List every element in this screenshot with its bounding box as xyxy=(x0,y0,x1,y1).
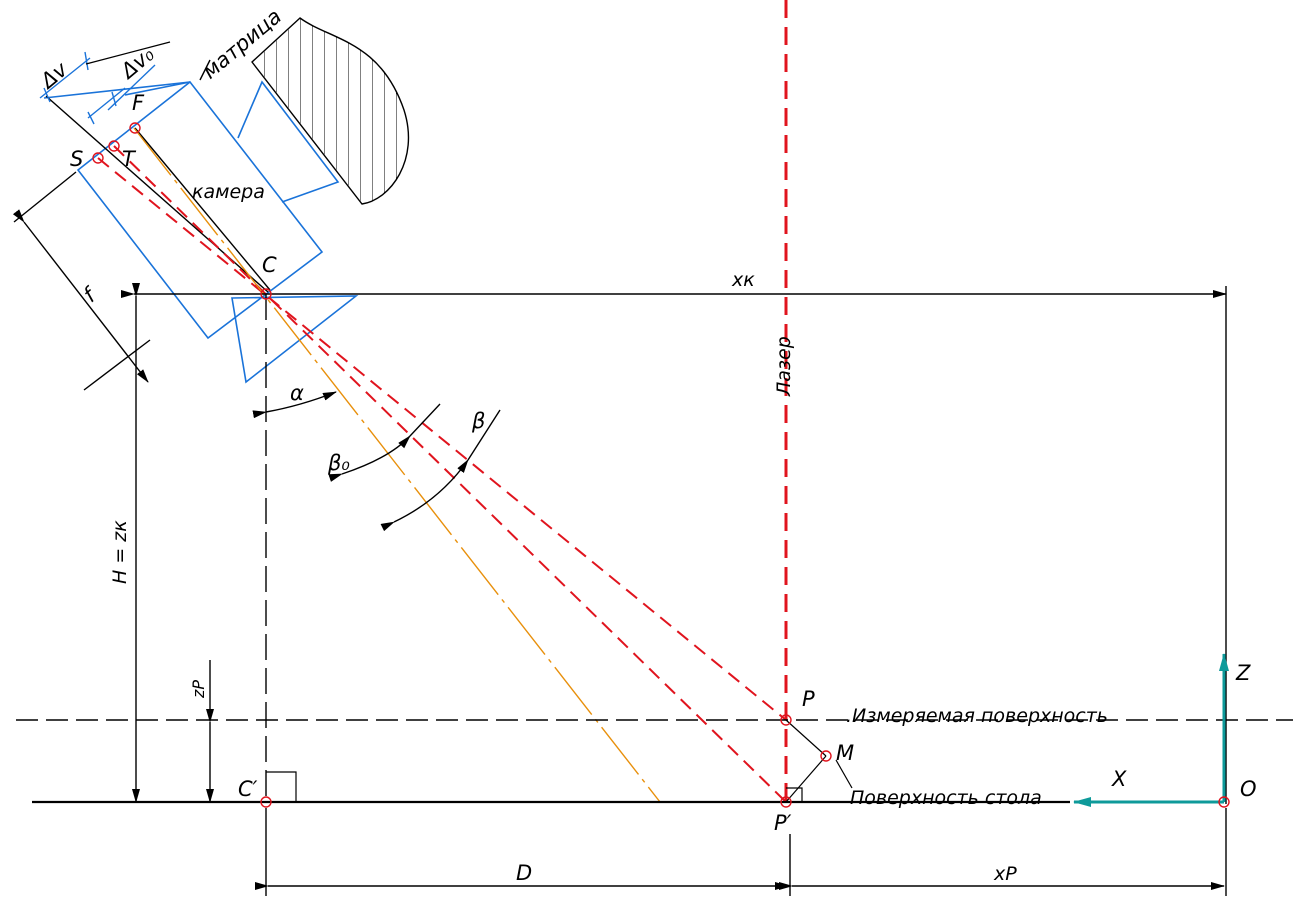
label-alpha: α xyxy=(290,381,304,405)
xk-dimension xyxy=(121,286,1227,804)
coordinate-axes xyxy=(1073,653,1229,807)
point-Pprime xyxy=(780,796,792,808)
point-P xyxy=(780,714,792,726)
label-dv0: Δv₀ xyxy=(115,42,159,85)
delta-v0-dimension xyxy=(85,41,171,65)
label-dv: Δv xyxy=(35,57,73,94)
label-zp: zP xyxy=(189,680,208,699)
points xyxy=(92,122,1230,808)
label-table-surface: Поверхность стола xyxy=(850,787,1042,809)
point-Cprime xyxy=(260,796,272,808)
label-Pprime: P′ xyxy=(774,811,792,835)
label-F: F xyxy=(132,91,145,115)
pm-segment xyxy=(785,719,853,803)
label-S: S xyxy=(70,147,83,171)
point-O xyxy=(1218,796,1230,808)
label-xk: xк xyxy=(731,269,755,291)
delta-v-dimension xyxy=(39,51,156,125)
point-F xyxy=(129,122,141,134)
label-M: M xyxy=(836,741,854,765)
label-P: P xyxy=(802,687,815,711)
point-T xyxy=(108,140,120,152)
camera-holder xyxy=(251,17,410,205)
bottom-dimensions xyxy=(255,808,1227,896)
optical-axis xyxy=(133,127,661,803)
label-X: X xyxy=(1111,767,1127,791)
label-H: H = zк xyxy=(109,520,131,584)
focal-length-dimension xyxy=(12,171,151,391)
label-Cprime: C′ xyxy=(238,777,258,801)
label-C: C xyxy=(262,253,277,277)
label-f: f xyxy=(79,282,103,307)
label-beta: β xyxy=(471,409,485,433)
label-xp: xP xyxy=(993,863,1017,885)
point-S xyxy=(92,152,104,164)
label-laser: Лазер xyxy=(773,336,795,397)
label-T: T xyxy=(122,147,137,171)
point-C xyxy=(260,288,272,300)
label-D: D xyxy=(516,861,532,885)
label-camera: камера xyxy=(192,181,265,203)
angle-arcs xyxy=(252,391,501,532)
light-rays xyxy=(97,145,787,803)
label-measured-surface: .Измеряемая поверхность xyxy=(846,705,1108,727)
point-M xyxy=(820,750,832,762)
right-angle-marks xyxy=(266,771,803,802)
label-Z: Z xyxy=(1235,661,1251,685)
label-beta0: β₀ xyxy=(327,451,350,475)
label-O: O xyxy=(1240,777,1257,801)
